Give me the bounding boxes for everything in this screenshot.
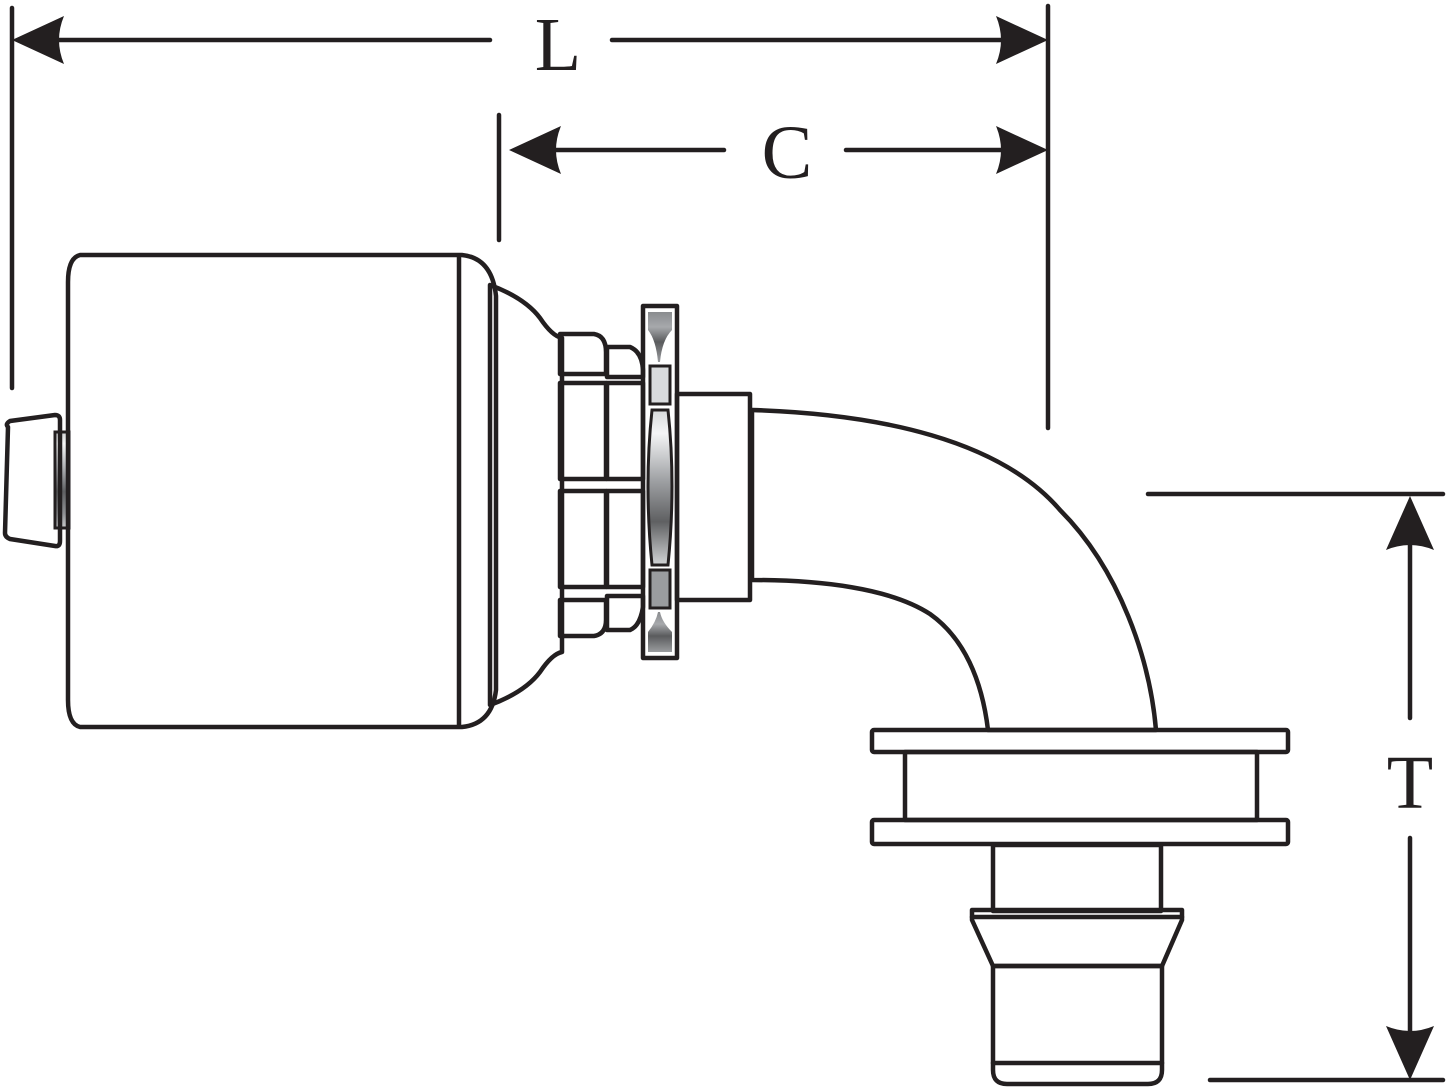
dimension-C: C [496,111,1048,243]
hex-nut [557,331,646,639]
crimp-ferrule [65,252,499,730]
ferrule-collar [487,282,565,708]
arrowhead-down-icon [1386,1026,1434,1080]
dimension-label-L: L [535,3,581,87]
flange [869,727,1291,847]
neck [674,391,753,603]
dimension-L: L [9,3,1051,431]
lock-washer [640,303,680,661]
hose-nipple-stub [2,412,71,549]
elbow-tube [749,407,1159,733]
dimension-T: T [1145,491,1446,1083]
barbed-stem [969,842,1185,1087]
arrowhead-up-icon [1386,496,1434,550]
arrowhead-left-icon [509,126,561,174]
arrowhead-right-icon [996,126,1048,174]
dimension-label-T: T [1387,741,1433,825]
dimension-label-C: C [762,111,813,195]
arrowhead-left-icon [12,16,64,64]
arrowhead-right-icon [996,16,1048,64]
